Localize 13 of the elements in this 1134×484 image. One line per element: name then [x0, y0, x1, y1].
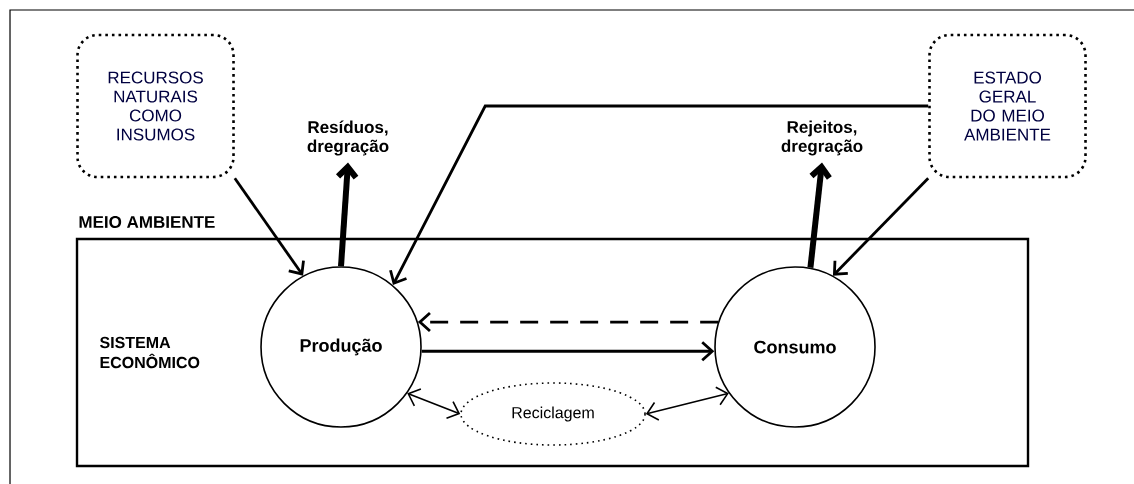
arrow	[832, 177, 930, 276]
dotted-rounded-box: RECURSOS NATURAIS COMO INSUMOS	[76, 33, 235, 179]
arrow	[421, 341, 715, 362]
section-label: MEIO AMBIENTE	[79, 216, 215, 228]
dotted-rounded-box: ESTADO GERAL DO MEIO AMBIENTE	[928, 33, 1087, 179]
output-text: Rejeitos, dregração	[781, 120, 863, 156]
arrow	[417, 312, 719, 333]
arrow	[807, 162, 832, 269]
arrow	[389, 104, 929, 286]
arrow	[233, 177, 305, 276]
arrow	[645, 386, 729, 421]
arrow	[407, 388, 461, 420]
output-text: Resíduos, dregração	[307, 120, 389, 156]
